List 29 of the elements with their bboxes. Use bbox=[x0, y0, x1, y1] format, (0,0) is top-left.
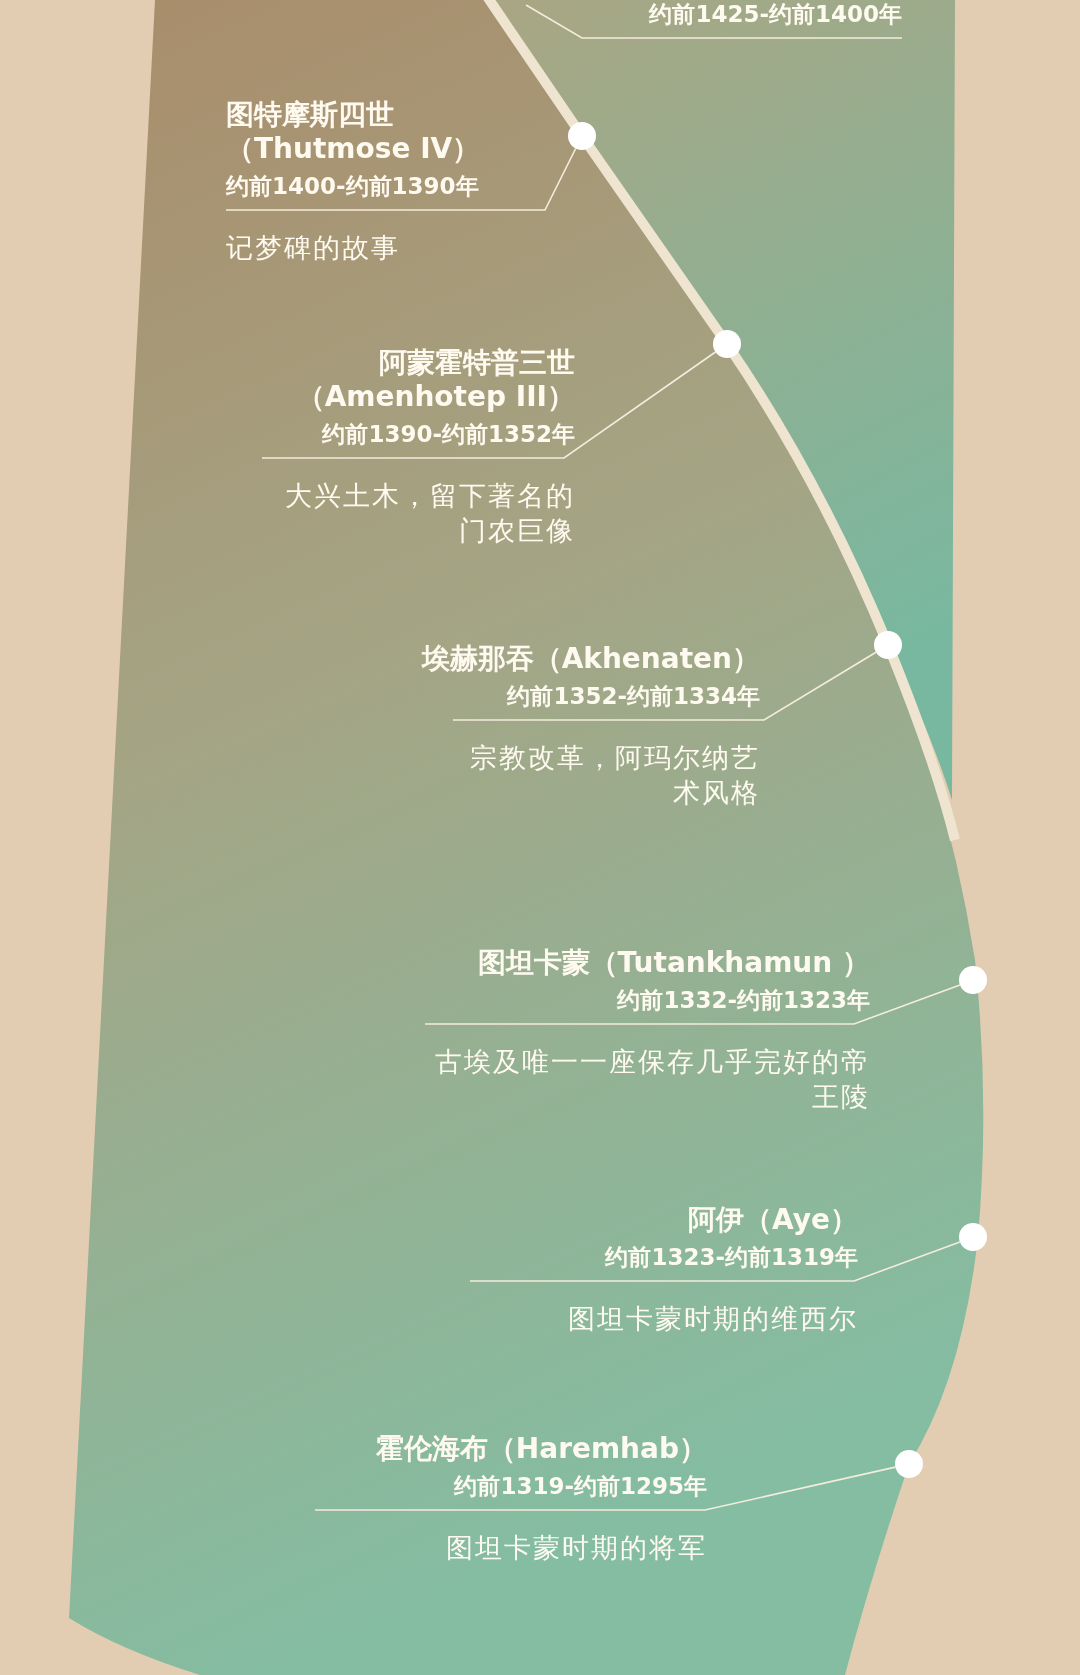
reign-dates: 约前1352-约前1334年 bbox=[506, 682, 760, 710]
leader-line bbox=[452, 651, 877, 721]
leader-line bbox=[314, 1466, 897, 1511]
pharaoh-name: 图特摩斯四世（Thutmose IV） bbox=[226, 98, 482, 166]
timeline-dot bbox=[959, 1223, 987, 1251]
pharaoh-name: 图坦卡蒙（Tutankhamun ） bbox=[476, 946, 870, 980]
reign-dates: 约前1425-约前1400年 bbox=[648, 0, 902, 28]
pharaoh-name: 阿蒙霍特普三世（Amenhotep III） bbox=[295, 346, 575, 414]
reign-dates: 约前1332-约前1323年 bbox=[616, 986, 870, 1014]
description: 图坦卡蒙时期的将军 bbox=[445, 1531, 707, 1565]
leader-line bbox=[525, 4, 903, 39]
timeline-dot bbox=[895, 1450, 923, 1478]
pharaoh-name: 阿伊（Aye） bbox=[687, 1203, 858, 1237]
leader-line bbox=[424, 984, 961, 1025]
pharaoh-name: 霍伦海布（Haremhab） bbox=[374, 1432, 707, 1466]
description: 宗教改革，阿玛尔纳艺术风格 bbox=[469, 741, 760, 810]
leader-line bbox=[261, 351, 717, 459]
description: 记梦碑的故事 bbox=[226, 231, 401, 265]
reign-dates: 约前1323-约前1319年 bbox=[604, 1243, 858, 1271]
reign-dates: 约前1400-约前1390年 bbox=[226, 172, 480, 200]
description: 古埃及唯一一座保存几乎完好的帝王陵 bbox=[434, 1045, 870, 1114]
leader-line bbox=[469, 1241, 961, 1282]
leader-line bbox=[225, 147, 577, 211]
timeline-dot bbox=[959, 966, 987, 994]
description: 大兴土木，留下著名的门农巨像 bbox=[284, 479, 575, 548]
description: 图坦卡蒙时期的维西尔 bbox=[567, 1302, 858, 1336]
pharaoh-name: 埃赫那吞（Akhenaten） bbox=[420, 642, 760, 676]
reign-dates: 约前1319-约前1295年 bbox=[453, 1472, 707, 1500]
reign-dates: 约前1390-约前1352年 bbox=[321, 420, 575, 448]
